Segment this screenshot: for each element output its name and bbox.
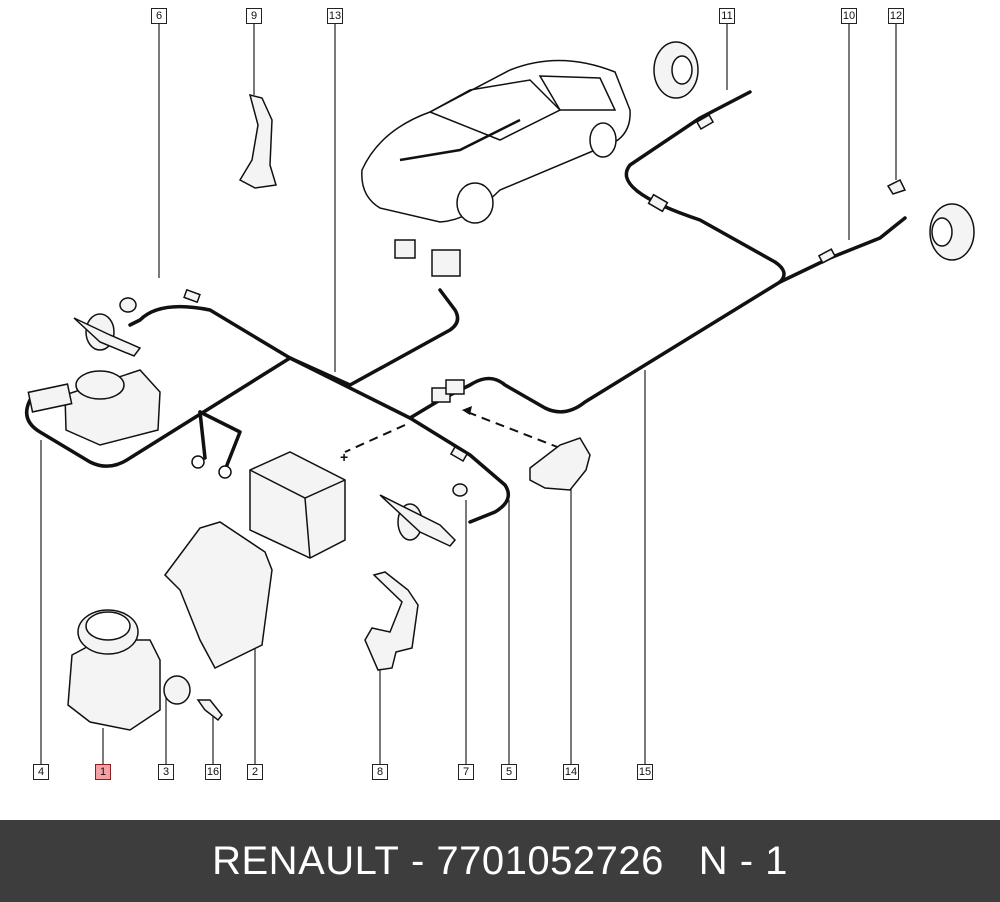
callout-15[interactable]: 15 [637,764,653,780]
callout-6[interactable]: 6 [151,8,167,24]
callout-4[interactable]: 4 [33,764,49,780]
callout-7[interactable]: 7 [458,764,474,780]
footer-brand: RENAULT [212,838,400,883]
footer-spacer [664,839,699,884]
callout-10[interactable]: 10 [841,8,857,24]
harness [24,90,907,524]
leader-lines [40,24,897,764]
callout-11[interactable]: 11 [719,8,735,24]
callout-13[interactable]: 13 [327,8,343,24]
callout-8[interactable]: 8 [372,764,388,780]
callout-14[interactable]: 14 [563,764,579,780]
callout-2[interactable]: 2 [247,764,263,780]
callout-3[interactable]: 3 [158,764,174,780]
car-illustration [361,59,631,224]
callout-5[interactable]: 5 [501,764,517,780]
footer-part-number: 7701052726 [436,838,664,883]
footer-bar: RENAULT - 7701052726 N - 1 [0,820,1000,902]
footer-position: N - 1 [698,838,788,883]
callout-12[interactable]: 12 [888,8,904,24]
callout-9[interactable]: 9 [246,8,262,24]
battery-plus-label: + [340,449,348,465]
callout-1[interactable]: 1 [95,764,111,780]
connection-arrows [344,409,561,453]
component-illustrations [27,41,975,731]
footer-separator: - [399,838,437,883]
abs-wiring-diagram: + [24,24,975,764]
callout-16[interactable]: 16 [205,764,221,780]
